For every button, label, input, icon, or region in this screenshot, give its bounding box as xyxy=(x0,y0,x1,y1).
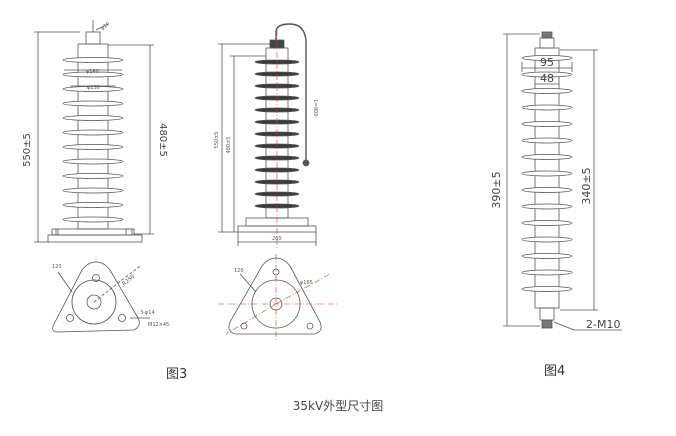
left-plan-bolt: M12×45 xyxy=(148,322,169,328)
mid-plan-hole-right xyxy=(306,322,314,330)
left-plan-triangle xyxy=(52,261,140,333)
middle-elevation xyxy=(218,23,317,246)
right-shed-12 xyxy=(521,236,573,243)
left-top-leader xyxy=(95,23,109,31)
right-core-column xyxy=(534,47,560,309)
right-top-bolt-head xyxy=(541,31,553,39)
left-elevation xyxy=(34,20,154,243)
left-shed-7 xyxy=(62,144,124,150)
mid-plan-leader xyxy=(239,273,257,293)
mid-plan-dia: φ165 xyxy=(300,280,313,286)
left-body-height: 480±5 xyxy=(157,123,168,157)
right-body-width: 48 xyxy=(540,72,554,85)
mid-plan-triangle xyxy=(228,257,322,335)
left-sheds xyxy=(62,57,124,223)
right-shed-15 xyxy=(521,286,573,292)
mid-plan-axis-d2 xyxy=(225,303,277,335)
right-shed-6 xyxy=(521,137,573,144)
right-body-height: 340±5 xyxy=(580,167,593,204)
left-shed-4 xyxy=(62,100,124,107)
right-shed-5 xyxy=(521,121,573,127)
right-shed-3 xyxy=(521,88,573,94)
right-thread-leader xyxy=(553,321,575,331)
left-plan-note-top: 120 xyxy=(52,264,62,270)
main-caption: 35kV外型尺寸图 xyxy=(292,399,384,413)
mid-plan-hole-left xyxy=(240,322,248,330)
right-shed-1 xyxy=(521,55,573,61)
mid-height-1: 550±5 xyxy=(214,132,220,149)
right-shed-13 xyxy=(521,253,573,259)
right-elevation xyxy=(503,31,622,331)
left-base-plate xyxy=(55,228,135,236)
right-shed-9 xyxy=(521,187,573,193)
left-plan-leader-1 xyxy=(57,271,73,293)
mid-plan-axis-d1 xyxy=(275,273,331,305)
right-shed-11 xyxy=(521,220,573,226)
mid-shed-11 xyxy=(254,179,300,185)
left-top-terminal xyxy=(85,31,101,45)
left-shed-3 xyxy=(62,86,124,92)
left-plan-inner-circle xyxy=(86,294,102,310)
left-shed-6 xyxy=(62,129,124,136)
right-shed-14 xyxy=(521,269,573,276)
left-shed-10 xyxy=(62,187,124,194)
left-shed-12 xyxy=(62,216,124,223)
left-plan-radius: R250 xyxy=(121,273,136,287)
mid-lead-length: L=800 xyxy=(312,100,318,117)
left-dia-shed: φ160 xyxy=(86,69,99,75)
right-thread: 2-M10 xyxy=(586,318,620,331)
left-shed-1 xyxy=(62,57,124,63)
figure-4-caption: 图4 xyxy=(544,364,566,379)
left-plan-radius-line xyxy=(93,265,141,303)
left-shed-9 xyxy=(62,173,124,179)
right-top-width: 95 xyxy=(540,56,554,69)
left-total-height: 550±5 xyxy=(22,133,33,167)
left-dia-body: φ130 xyxy=(87,85,100,91)
left-base-flange xyxy=(47,234,143,243)
left-plan xyxy=(52,261,150,333)
right-total-height: 390±5 xyxy=(490,171,503,208)
mid-plan-note: 120 xyxy=(234,268,244,274)
left-base-bolt-r xyxy=(125,228,133,236)
right-shed-7 xyxy=(521,154,573,160)
mid-lead-wire xyxy=(275,23,307,160)
left-plan-hole-left xyxy=(66,314,74,322)
mid-base-width: 260 xyxy=(272,236,282,242)
left-plan-hole-top xyxy=(92,274,100,282)
left-shed-2 xyxy=(62,71,124,78)
right-shed-4 xyxy=(521,104,573,111)
right-bottom-terminal xyxy=(539,307,555,321)
left-plan-outer-circle xyxy=(71,279,117,325)
right-shed-8 xyxy=(521,170,573,177)
left-base-bolt-l xyxy=(51,228,59,236)
figure-3-caption: 图3 xyxy=(166,367,188,382)
right-sheds xyxy=(521,55,573,292)
right-top-terminal xyxy=(539,37,555,49)
left-plan-holes: 3-φ14 xyxy=(140,310,155,316)
mid-height-2: 480±5 xyxy=(226,137,232,154)
left-dia-top: φ10 xyxy=(100,21,111,31)
left-shed-5 xyxy=(62,115,124,121)
right-bottom-bolt xyxy=(541,319,553,329)
left-plan-hole-right xyxy=(118,314,126,322)
mid-lead-terminal xyxy=(302,159,310,167)
left-shed-8 xyxy=(62,158,124,165)
right-shed-2 xyxy=(521,71,573,78)
right-shed-10 xyxy=(521,203,573,210)
left-shed-11 xyxy=(62,202,124,208)
